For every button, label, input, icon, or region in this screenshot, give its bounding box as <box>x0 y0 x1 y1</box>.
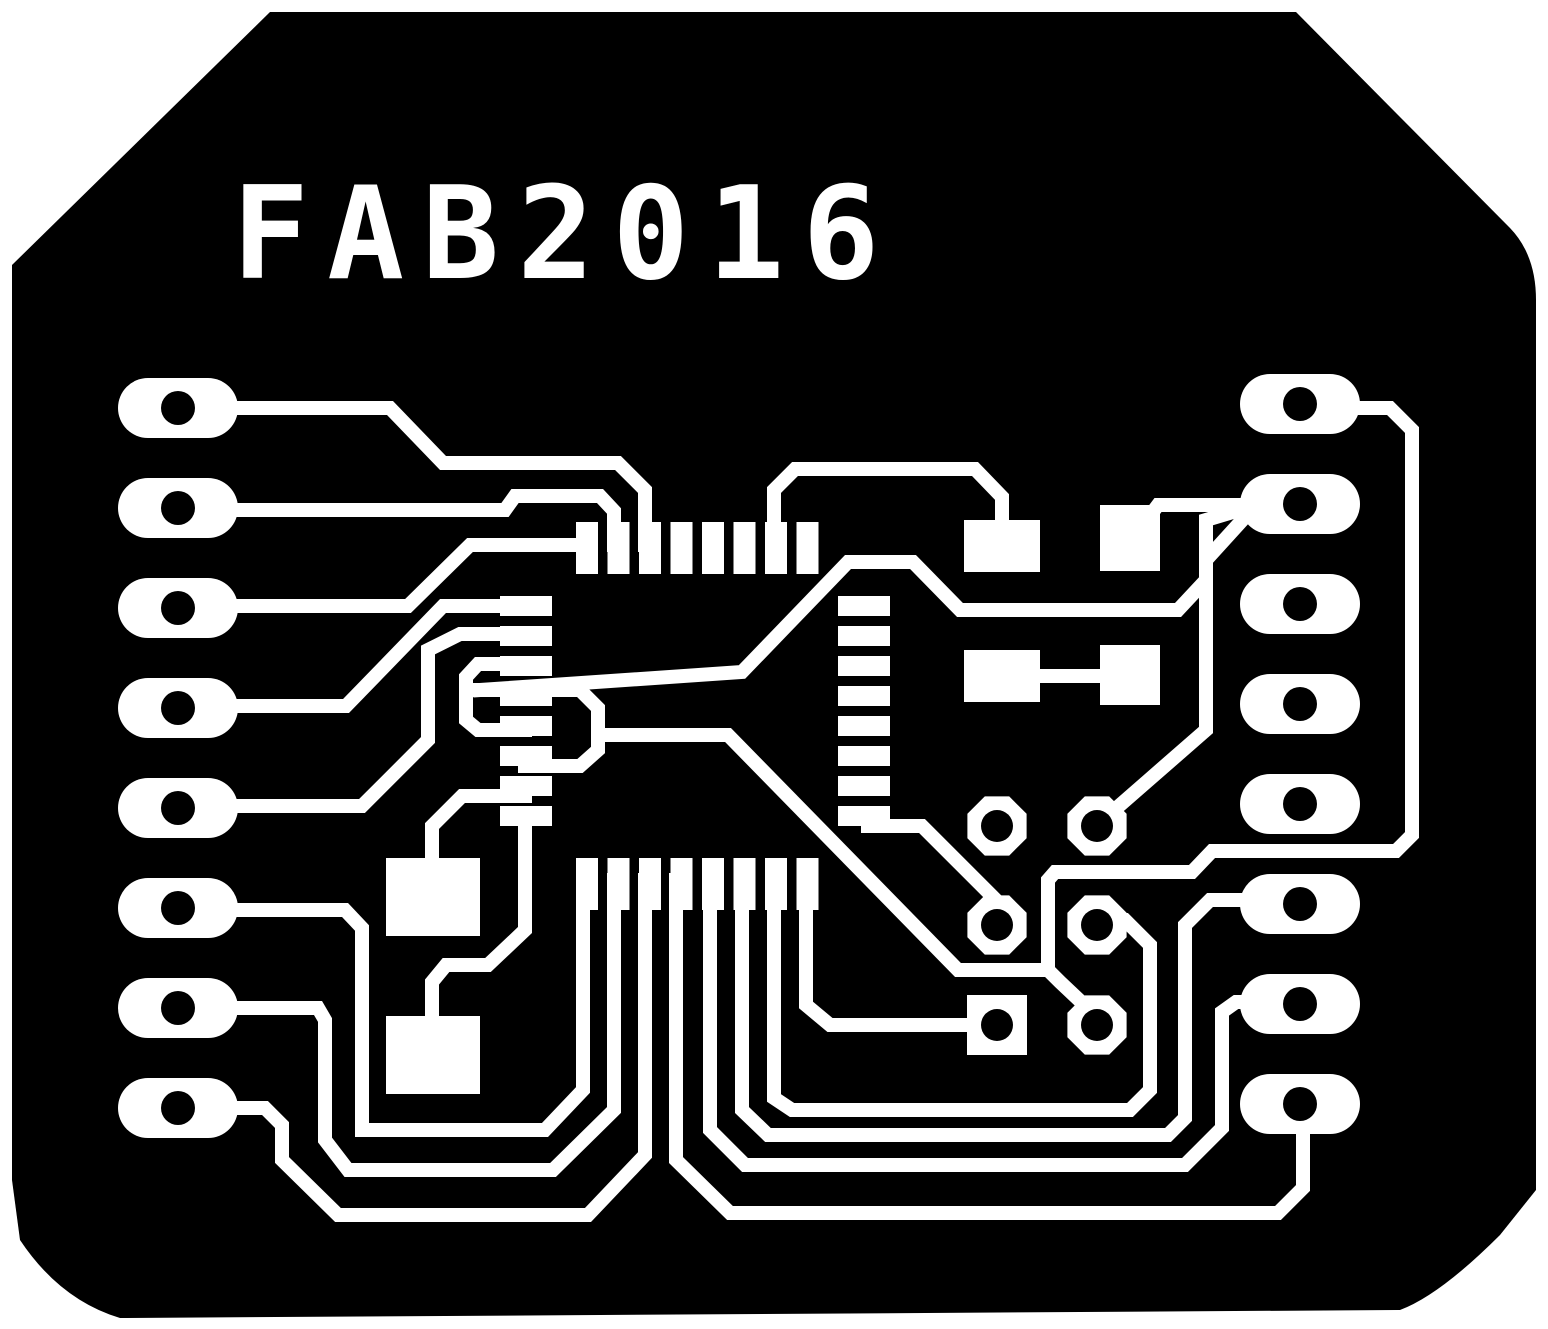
chip-pin-top <box>576 522 598 574</box>
header-drill <box>1283 587 1317 621</box>
chip-pin-bottom <box>733 858 756 910</box>
chip-pin-right <box>838 686 890 706</box>
chip-pin-bottom <box>796 858 819 910</box>
chip-pin-bottom <box>607 858 630 910</box>
trace-bottom-1 <box>799 873 1005 1032</box>
smd-pad <box>964 520 1040 572</box>
chip-pin-top <box>670 522 693 574</box>
drill-hole <box>1081 909 1113 941</box>
chip-pin-left <box>500 686 552 706</box>
trace-right-diag <box>1086 495 1266 836</box>
header-drill <box>1283 487 1317 521</box>
copper-traces <box>225 401 1419 1222</box>
drill-hole <box>981 1009 1013 1041</box>
trace-pad-link <box>425 819 532 1057</box>
chip-pin-top <box>765 522 787 574</box>
header-drill <box>161 1091 195 1125</box>
trace-bottom-2 <box>767 873 1157 1117</box>
chip-pin-right <box>838 716 890 736</box>
chip-pin-top <box>639 522 661 574</box>
header-drill <box>1283 887 1317 921</box>
board-title-text: FAB2016 <box>232 160 897 309</box>
trace-left-4 <box>225 599 532 713</box>
trace-bottom-5 <box>669 873 1310 1220</box>
header-drill <box>161 791 195 825</box>
chip-pin-bottom <box>765 858 787 910</box>
chip-pin-left <box>500 656 552 676</box>
header-drill <box>161 591 195 625</box>
chip-pin-left <box>500 746 552 766</box>
chip-pin-bottom <box>576 858 598 910</box>
trace-left-1 <box>225 401 652 552</box>
header-drill <box>1283 1087 1317 1121</box>
trace-loop <box>459 657 532 737</box>
smd-pad <box>386 1016 480 1094</box>
chip-pin-right <box>838 806 890 826</box>
qfp-chip <box>500 522 890 910</box>
through-holes <box>967 796 1127 1055</box>
header-drill <box>161 391 195 425</box>
chip-pin-top <box>796 522 819 574</box>
chip-pin-right <box>838 656 890 676</box>
header-drill <box>161 691 195 725</box>
trace-left-2 <box>225 489 621 552</box>
smd-pad <box>386 858 480 936</box>
trace-left-6 <box>225 873 590 1137</box>
drill-hole <box>1081 1009 1113 1041</box>
chip-pin-right <box>838 776 890 796</box>
chip-pin-left <box>500 716 552 736</box>
chip-pin-right <box>838 596 890 616</box>
chip-pin-bottom <box>702 858 724 910</box>
chip-pin-top <box>733 522 756 574</box>
smd-pad <box>964 650 1040 702</box>
trace-left-7 <box>225 873 621 1177</box>
trace-diagonal <box>591 728 1105 1025</box>
trace-left-3 <box>225 538 592 613</box>
chip-pin-right <box>838 746 890 766</box>
header-drill <box>1283 387 1317 421</box>
header-drill <box>1283 687 1317 721</box>
header-drill <box>1283 987 1317 1021</box>
chip-pin-top <box>607 522 630 574</box>
chip-pin-right <box>838 626 890 646</box>
trace-bottom-4 <box>703 873 1307 1172</box>
chip-pin-left <box>500 806 552 826</box>
chip-pin-bottom <box>639 858 661 910</box>
trace-right-loop <box>1041 401 1419 977</box>
smd-pads <box>386 505 1160 1094</box>
smd-pad <box>1100 505 1160 571</box>
trace-left-5 <box>225 627 532 813</box>
trace-center-1 <box>472 496 1265 698</box>
right-header <box>1240 374 1360 1134</box>
drill-hole <box>981 909 1013 941</box>
smd-pad <box>1100 645 1160 705</box>
drill-hole <box>1081 810 1113 842</box>
trace-bottom-3 <box>735 873 1307 1142</box>
header-drill <box>1283 787 1317 821</box>
drill-hole <box>981 810 1013 842</box>
chip-pin-top <box>702 522 724 574</box>
chip-pin-left <box>500 626 552 646</box>
header-drill <box>161 491 195 525</box>
chip-pin-left <box>500 776 552 796</box>
chip-pin-bottom <box>670 858 693 910</box>
left-header <box>118 378 238 1138</box>
trace-top-pad <box>767 462 1009 552</box>
silkscreen-label: FAB2016 <box>232 160 897 309</box>
chip-pin-left <box>500 596 552 616</box>
header-drill <box>161 891 195 925</box>
header-drill <box>161 991 195 1025</box>
trace-left-8 <box>225 873 652 1222</box>
